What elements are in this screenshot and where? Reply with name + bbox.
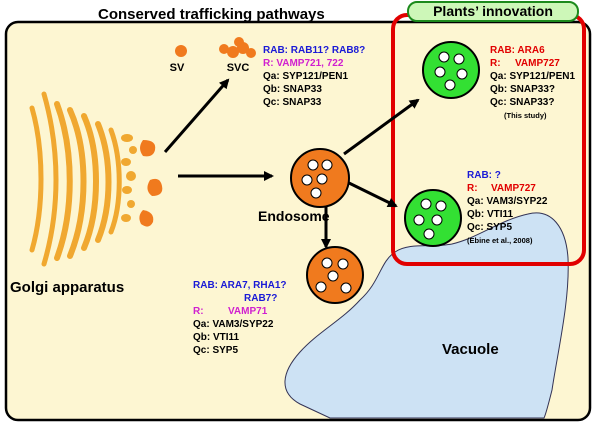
lower-r-prefix: R: bbox=[193, 306, 204, 317]
endosome-label: Endosome bbox=[258, 208, 330, 224]
page-title: Conserved trafficking pathways bbox=[98, 6, 325, 23]
vac-note: (Ebine et al., 2008) bbox=[467, 236, 533, 245]
svc-label: SVC bbox=[227, 62, 250, 74]
vacuole-label: Vacuole bbox=[442, 341, 499, 358]
innovation-badge bbox=[407, 1, 579, 22]
ara6-rab: RAB: ARA6 bbox=[490, 45, 545, 56]
lower-qa: Qa: VAM3/SYP22 bbox=[193, 319, 274, 330]
vac-rab: RAB: ? bbox=[467, 170, 501, 181]
golgi-apparatus bbox=[29, 91, 122, 267]
golgi-orange-cisternae bbox=[139, 140, 163, 227]
vacuole-snare-block: RAB: ? R: VAMP727 Qa: VAM3/SYP22 Qb: VTI… bbox=[467, 170, 548, 245]
lower-r-value: VAMP71 bbox=[228, 306, 268, 317]
endosome-vesicle bbox=[290, 148, 350, 208]
lower-qc: Qc: SYP5 bbox=[193, 345, 238, 356]
secretory-vesicles bbox=[175, 37, 256, 58]
pathway-arrows bbox=[163, 78, 420, 249]
lower-endosome-vesicle bbox=[306, 246, 364, 304]
vacuole-targeting-vesicle bbox=[404, 189, 462, 247]
vac-r-prefix: R: bbox=[467, 183, 478, 194]
ara6-qb: Qb: SNAP33? bbox=[490, 84, 555, 95]
ara6-snare-block: RAB: ARA6 R: VAMP727 Qa: SYP121/PEN1 Qb:… bbox=[490, 45, 575, 120]
innovation-badge-label: Plants’ innovation bbox=[433, 3, 553, 19]
ara6-qa: Qa: SYP121/PEN1 bbox=[490, 71, 575, 82]
svc-qa: Qa: SYP121/PEN1 bbox=[263, 71, 348, 82]
vac-qa: Qa: VAM3/SYP22 bbox=[467, 196, 548, 207]
lower-qb: Qb: VTI11 bbox=[193, 332, 240, 343]
svc-qb: Qb: SNAP33 bbox=[263, 84, 322, 95]
ara6-r-value: VAMP727 bbox=[515, 58, 560, 69]
golgi-label: Golgi apparatus bbox=[10, 279, 124, 296]
svc-qc: Qc: SNAP33 bbox=[263, 97, 322, 108]
ara6-r-prefix: R: bbox=[490, 58, 501, 69]
vac-qc: Qc: SYP5 bbox=[467, 222, 512, 233]
svc-snare-block: RAB: RAB11? RAB8? R: VAMP721, 722 Qa: SY… bbox=[263, 45, 365, 108]
sv-label: SV bbox=[170, 62, 185, 74]
vac-qb: Qb: VTI11 bbox=[467, 209, 514, 220]
svc-rab: RAB: RAB11? RAB8? bbox=[263, 45, 365, 56]
ara6-qc: Qc: SNAP33? bbox=[490, 97, 554, 108]
ara6-note: (This study) bbox=[504, 111, 547, 120]
golgi-vesicles bbox=[121, 134, 137, 222]
ara6-vesicle bbox=[422, 41, 480, 99]
lower-rab2: RAB7? bbox=[244, 293, 277, 304]
vac-r-value: VAMP727 bbox=[491, 183, 536, 194]
lower-rab1: RAB: ARA7, RHA1? bbox=[193, 280, 287, 291]
lower-snare-block: RAB: ARA7, RHA1? RAB7? R: VAMP71 Qa: VAM… bbox=[193, 280, 287, 356]
svc-r: R: VAMP721, 722 bbox=[263, 58, 344, 69]
